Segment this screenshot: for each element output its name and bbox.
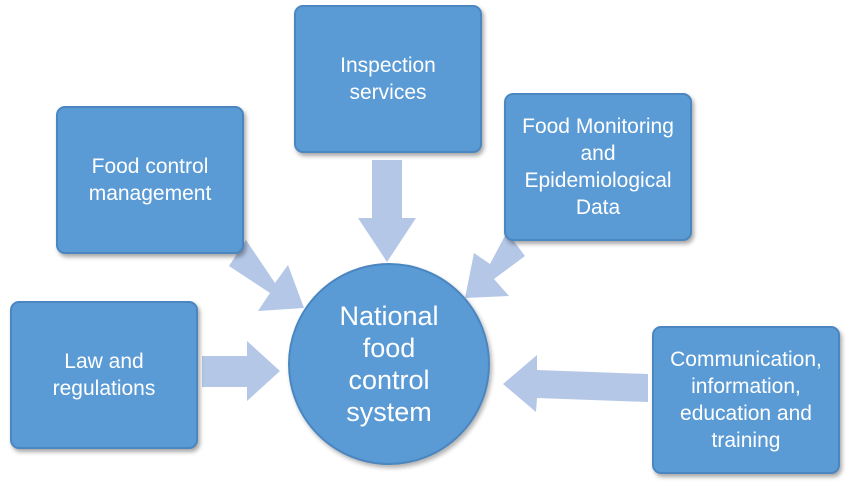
arrow-law-to-center (202, 341, 280, 401)
arrow-inspection-to-center (358, 160, 416, 262)
node-food-monitoring: Food Monitoring and Epidemiological Data (504, 93, 692, 241)
center-national-food-control-system: National food control system (288, 263, 490, 465)
node-law-and-regulations-label: Law and regulations (52, 350, 156, 400)
node-communication: Communication, information, education an… (652, 326, 840, 474)
node-food-control-management: Food control management (56, 106, 244, 254)
node-inspection-services: Inspection services (294, 5, 482, 153)
arrow-communication-to-center (503, 355, 648, 412)
arrow-management-to-center (229, 240, 304, 311)
arrow-monitoring-to-center (465, 232, 525, 298)
node-food-control-management-label: Food control management (88, 155, 212, 205)
node-law-and-regulations: Law and regulations (10, 301, 198, 449)
node-inspection-services-label: Inspection services (340, 54, 436, 104)
center-label: National food control system (339, 301, 439, 427)
node-communication-label: Communication, information, education an… (670, 348, 822, 452)
node-food-monitoring-label: Food Monitoring and Epidemiological Data (522, 115, 674, 219)
